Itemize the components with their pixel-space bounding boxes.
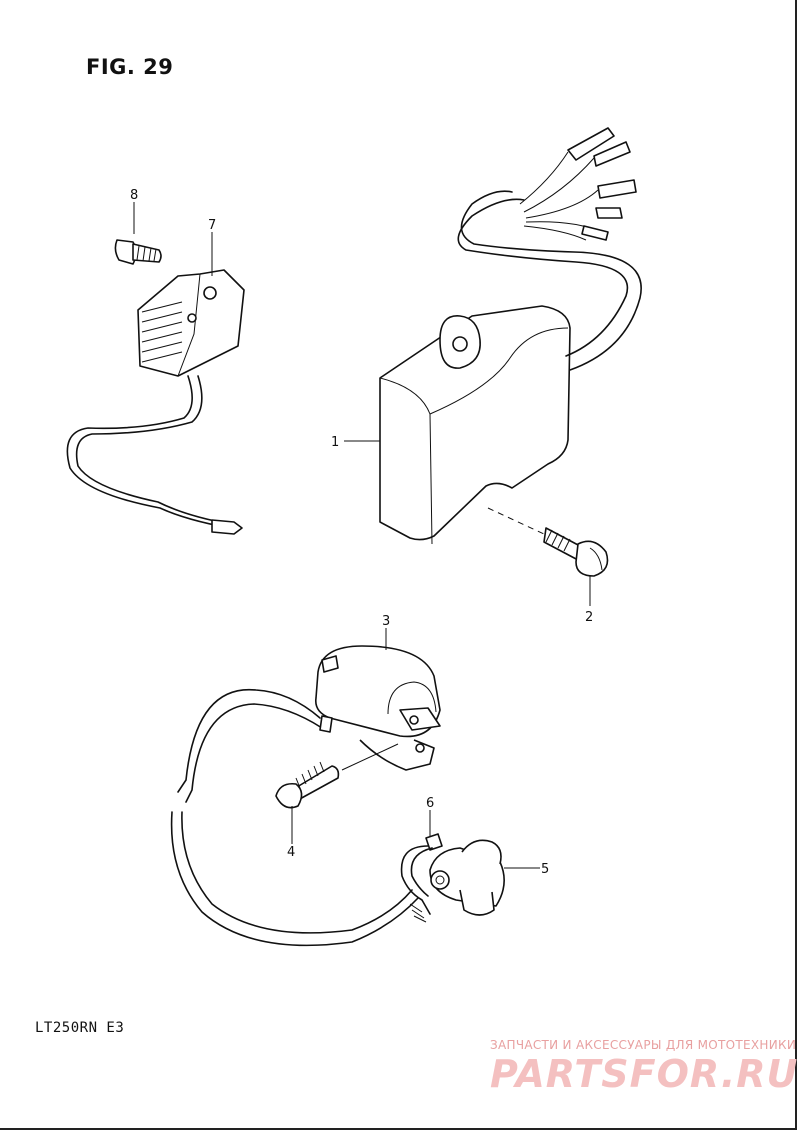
- watermark-logo: PARTSFOR.RU: [490, 1052, 799, 1096]
- callout-2: 2: [585, 610, 593, 625]
- callout-5: 5: [541, 862, 549, 877]
- part-3-ignition-coil[interactable]: [170, 645, 441, 947]
- part-6-clip[interactable]: [400, 833, 443, 923]
- part-1-cdi-unit[interactable]: [379, 127, 642, 545]
- callout-3: 3: [382, 614, 390, 629]
- part-5-plug-cap[interactable]: [429, 839, 540, 916]
- leader-lines: [133, 202, 591, 844]
- callout-6: 6: [426, 796, 434, 811]
- model-code: LT250RN E3: [35, 1020, 125, 1036]
- part-7-regulator[interactable]: [66, 269, 245, 535]
- callout-1: 1: [331, 435, 339, 450]
- callout-7: 7: [208, 218, 216, 233]
- part-4-bolt[interactable]: [275, 743, 399, 809]
- part-8-bolt[interactable]: [114, 239, 162, 265]
- part-2-bolt[interactable]: [487, 507, 609, 577]
- callout-8: 8: [130, 188, 138, 203]
- figure-title: FIG. 29: [86, 55, 174, 79]
- callout-4: 4: [287, 845, 295, 860]
- watermark-caption: ЗАПЧАСТИ И АКСЕССУАРЫ ДЛЯ МОТОТЕХНИКИ: [490, 1038, 797, 1052]
